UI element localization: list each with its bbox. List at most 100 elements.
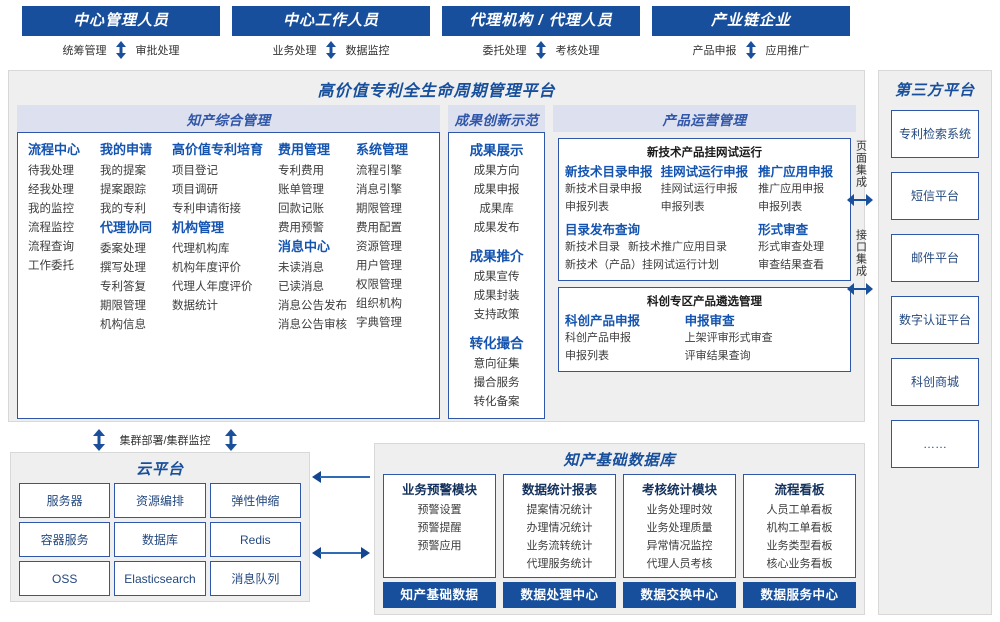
menu-item[interactable]: 项目调研 (172, 184, 218, 196)
menu-item[interactable]: 机构信息 (100, 319, 146, 331)
menu-item[interactable]: 撮合服务 (473, 377, 520, 389)
group-header[interactable]: 我的申请 (100, 142, 153, 157)
menu-item[interactable]: 账单管理 (278, 184, 324, 196)
menu-item[interactable]: 项目登记 (172, 165, 218, 177)
menu-item[interactable]: 成果封装 (473, 290, 520, 302)
group-header[interactable]: 挂网试运行申报 (660, 165, 749, 179)
menu-item[interactable]: 办理情况统计 (526, 522, 593, 534)
thirdparty-item-0[interactable]: 专利检索系统 (891, 110, 979, 158)
group-header[interactable]: 推广应用申报 (758, 165, 834, 179)
menu-item[interactable]: 专利答复 (100, 281, 146, 293)
menu-item[interactable]: 费用预警 (278, 222, 324, 234)
menu-item[interactable]: 消息引擎 (356, 184, 402, 196)
menu-item[interactable]: 推广应用申报 (758, 183, 825, 195)
menu-item[interactable]: 机构年度评价 (172, 262, 241, 274)
menu-item[interactable]: 消息公告发布 (278, 300, 347, 312)
thirdparty-item-4[interactable]: 科创商城 (891, 358, 979, 406)
menu-item[interactable]: 流程引擎 (356, 165, 402, 177)
role-title-2[interactable]: 代理机构 / 代理人员 (442, 6, 640, 36)
menu-item[interactable]: 专利费用 (278, 165, 324, 177)
menu-item[interactable]: 回款记账 (278, 203, 324, 215)
group-header[interactable]: 目录发布查询 (565, 223, 641, 237)
database-footer-0[interactable]: 知产基础数据 (383, 582, 496, 608)
menu-item[interactable]: 预警设置 (417, 504, 462, 516)
menu-item[interactable]: 期限管理 (100, 300, 146, 312)
menu-item[interactable]: 已读消息 (278, 281, 324, 293)
menu-item[interactable]: 成果发布 (473, 222, 520, 234)
menu-item[interactable]: 申报列表 (565, 350, 609, 362)
menu-item[interactable]: 资源管理 (356, 241, 402, 253)
thirdparty-item-1[interactable]: 短信平台 (891, 172, 979, 220)
menu-item[interactable]: 期限管理 (356, 203, 402, 215)
menu-item[interactable]: 权限管理 (356, 279, 402, 291)
group-header[interactable]: 形式审查 (758, 223, 809, 237)
group-header[interactable]: 成果推介 (469, 249, 524, 264)
cloud-cell-2[interactable]: 弹性伸缩 (209, 483, 301, 518)
group-header[interactable]: 转化撮合 (469, 336, 524, 351)
database-footer-3[interactable]: 数据服务中心 (743, 582, 856, 608)
menu-item[interactable]: 上架评审形式审查 (684, 332, 773, 344)
cloud-cell-3[interactable]: 容器服务 (19, 522, 111, 557)
menu-item[interactable]: 新技术（产品）挂网试运行计划 (565, 259, 719, 271)
role-title-0[interactable]: 中心管理人员 (22, 6, 220, 36)
menu-item[interactable]: 用户管理 (356, 260, 402, 272)
menu-item[interactable]: 业务流转统计 (526, 540, 593, 552)
menu-item[interactable]: 组织机构 (356, 298, 402, 310)
menu-item[interactable]: 消息公告审核 (278, 319, 347, 331)
group-header[interactable]: 代理协同 (100, 220, 153, 235)
menu-item[interactable]: 挂网试运行申报 (660, 183, 738, 195)
menu-item[interactable]: 提案情况统计 (526, 504, 593, 516)
menu-item[interactable]: 机构工单看板 (766, 522, 833, 534)
menu-item[interactable]: 成果宣传 (473, 271, 520, 283)
menu-item[interactable]: 转化备案 (473, 396, 520, 408)
menu-item[interactable]: 核心业务看板 (766, 558, 833, 570)
menu-item[interactable]: 业务类型看板 (766, 540, 833, 552)
menu-item[interactable]: 未读消息 (278, 262, 324, 274)
group-header[interactable]: 高价值专利培育 (172, 142, 264, 157)
cloud-cell-0[interactable]: 服务器 (19, 483, 111, 518)
role-title-3[interactable]: 产业链企业 (652, 6, 850, 36)
menu-item[interactable]: 提案跟踪 (100, 184, 146, 196)
menu-item[interactable]: 成果库 (479, 203, 514, 215)
group-header[interactable]: 科创产品申报 (565, 314, 641, 328)
cloud-cell-8[interactable]: 消息队列 (209, 561, 301, 596)
menu-item[interactable]: 撰写处理 (100, 262, 146, 274)
menu-item[interactable]: 新技术目录申报 (565, 183, 642, 195)
menu-item[interactable]: 代理人年度评价 (172, 281, 253, 293)
thirdparty-item-3[interactable]: 数字认证平台 (891, 296, 979, 344)
menu-item[interactable]: 人员工单看板 (766, 504, 833, 516)
cloud-cell-7[interactable]: Elasticsearch (114, 561, 206, 596)
menu-item[interactable]: 意向征集 (473, 358, 520, 370)
menu-item[interactable]: 经我处理 (28, 184, 74, 196)
menu-item[interactable]: 我的监控 (28, 203, 74, 215)
group-header[interactable]: 流程中心 (28, 142, 81, 157)
cloud-cell-1[interactable]: 资源编排 (114, 483, 206, 518)
thirdparty-item-5[interactable]: …… (891, 420, 979, 468)
menu-item[interactable]: 委案处理 (100, 243, 146, 255)
cloud-cell-6[interactable]: OSS (19, 561, 111, 596)
menu-item[interactable]: 业务处理时效 (646, 504, 713, 516)
menu-item[interactable]: 数据统计 (172, 300, 218, 312)
database-footer-1[interactable]: 数据处理中心 (503, 582, 616, 608)
thirdparty-item-2[interactable]: 邮件平台 (891, 234, 979, 282)
menu-item[interactable]: 流程监控 (28, 222, 74, 234)
menu-item[interactable]: 我的提案 (100, 165, 146, 177)
group-header[interactable]: 新技术目录申报 (565, 165, 653, 179)
role-title-1[interactable]: 中心工作人员 (232, 6, 430, 36)
menu-item[interactable]: 费用配置 (356, 222, 402, 234)
menu-item[interactable]: 科创产品申报 (565, 332, 631, 344)
group-header[interactable]: 费用管理 (278, 142, 331, 157)
menu-item[interactable]: 业务处理质量 (646, 522, 713, 534)
menu-item[interactable]: 申报列表 (758, 201, 803, 213)
group-header[interactable]: 机构管理 (172, 220, 225, 235)
menu-item[interactable]: 代理人员考核 (646, 558, 713, 570)
cloud-cell-4[interactable]: 数据库 (114, 522, 206, 557)
menu-item[interactable]: 申报列表 (660, 201, 705, 213)
menu-item[interactable]: 代理机构库 (172, 243, 230, 255)
menu-item[interactable]: 异常情况监控 (646, 540, 713, 552)
menu-item[interactable]: 预警提醒 (417, 522, 462, 534)
menu-item[interactable]: 申报列表 (565, 201, 609, 213)
menu-item[interactable]: 预警应用 (417, 540, 462, 552)
menu-item[interactable]: 支持政策 (473, 309, 520, 321)
group-header[interactable]: 消息中心 (278, 239, 331, 254)
